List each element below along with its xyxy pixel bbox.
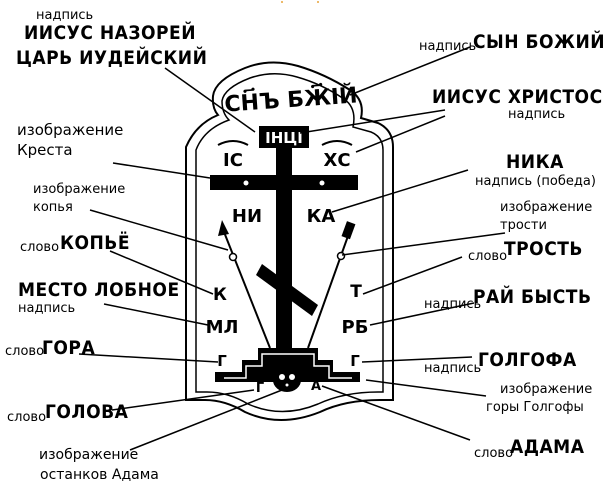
g-left-text: Г: [217, 352, 227, 370]
k-text: К: [213, 285, 227, 305]
ic-text: ІС: [223, 150, 243, 171]
son-caption: надпись: [419, 39, 477, 54]
reed-word: ТРОСТЬ: [504, 238, 583, 260]
spear-ring: [228, 252, 238, 262]
golgotha-text: ГОЛГОФА: [478, 349, 577, 371]
plaque-inner-outline: [195, 73, 384, 413]
ni-text: НИ: [232, 206, 262, 227]
top-inscription: СН҃Ъ БЖ҃ІЙ: [224, 81, 359, 117]
leader-line: [362, 256, 463, 295]
leader-lines: [78, 46, 506, 451]
mountain-caption: слово: [5, 344, 45, 359]
head-caption: слово: [7, 410, 47, 425]
xc-titlo-mark: [321, 140, 353, 146]
top-dot-mark: [281, 1, 283, 3]
cross-line1: изображение: [17, 121, 124, 139]
leader-line: [369, 302, 475, 326]
golgotha-caption: надпись: [424, 361, 482, 376]
leader-line: [103, 303, 209, 326]
ihs-text: ИИСУС ХРИСТОС: [432, 86, 603, 108]
inri-line1: ИИСУС НАЗОРЕЙ: [24, 22, 197, 44]
ka-text: КА: [307, 206, 336, 227]
leader-line: [355, 115, 446, 153]
leader-line: [111, 389, 255, 411]
adam-caption: слово: [474, 446, 514, 461]
leader-line: [299, 109, 446, 134]
cross-horizontal: [210, 175, 358, 190]
adam-word: АДАМА: [510, 436, 585, 458]
nika-text: НИКА: [506, 151, 564, 173]
leader-line: [341, 232, 506, 256]
leader-line: [89, 209, 229, 251]
inri-caption: надпись: [36, 8, 94, 23]
leader-line: [129, 389, 283, 451]
remains-line2: останков Адама: [40, 467, 159, 483]
a-bottom-text: А: [311, 379, 321, 394]
leader-line: [365, 379, 487, 397]
nika-caption: надпись (победа): [475, 174, 596, 189]
leader-line: [164, 67, 256, 133]
spear-shaft: [223, 231, 271, 349]
mountain-word: ГОРА: [42, 337, 96, 359]
reed-ring: [336, 251, 346, 261]
top-dot-mark: [317, 1, 319, 3]
spear-word: КОПЬЁ: [60, 232, 131, 254]
rb-text: РБ: [342, 317, 369, 338]
cross-vertical: [276, 148, 292, 356]
spear-tip: [218, 220, 229, 236]
ic-titlo-mark: [217, 140, 249, 146]
skull-icon: [273, 368, 301, 392]
leader-line: [112, 162, 211, 179]
g-right-text: Г: [350, 352, 360, 370]
cross-dot-mark: [243, 180, 249, 186]
leader-line: [349, 46, 471, 96]
golgotha-hill: [215, 348, 360, 382]
hill-line1: изображение: [500, 382, 593, 397]
hill-line2: горы Голгофы: [486, 400, 584, 415]
titulus-box: [259, 126, 309, 148]
place-text: МЕСТО ЛОБНОЕ: [18, 279, 180, 301]
skull-eye-mark: [289, 374, 295, 380]
spear-line1: изображение: [33, 182, 126, 197]
cross-footrest: [256, 264, 318, 316]
ml-text: МЛ: [206, 317, 239, 338]
leader-line: [331, 169, 469, 213]
paradise-caption: надпись: [424, 297, 482, 312]
paradise-text: РАЙ БЫСТЬ: [473, 286, 592, 308]
reed-line2: трости: [500, 218, 547, 233]
cross-line2: Креста: [17, 141, 73, 159]
t-text: Т: [350, 282, 362, 302]
place-caption: надпись: [18, 301, 76, 316]
leader-line: [361, 356, 473, 363]
cross-dot-mark: [319, 180, 325, 186]
skull-nose-mark: [285, 383, 289, 387]
ihs-caption: надпись: [508, 107, 566, 122]
spear-word-caption: слово: [20, 240, 60, 255]
xc-text: ХС: [323, 150, 350, 171]
golgotha-inner-steps: [224, 353, 352, 379]
titulus-text: ІНЦІ: [265, 129, 303, 147]
remains-line1: изображение: [39, 447, 139, 463]
head-word: ГОЛОВА: [45, 401, 129, 423]
skull-eye-mark: [279, 374, 285, 380]
inri-line2: ЦАРЬ ИУДЕЙСКИЙ: [16, 47, 208, 69]
reed-sponge: [341, 221, 356, 240]
plaque-outline: [185, 61, 394, 421]
leader-line: [78, 353, 219, 363]
son-text: СЫН БОЖИЙ: [473, 31, 604, 53]
leader-line: [321, 385, 471, 441]
spear-line2: копья: [33, 200, 73, 215]
g-bottom-text: Г: [256, 381, 264, 396]
leader-line: [109, 250, 214, 295]
reed-line1: изображение: [500, 200, 593, 215]
reed-word-caption: слово: [468, 249, 508, 264]
